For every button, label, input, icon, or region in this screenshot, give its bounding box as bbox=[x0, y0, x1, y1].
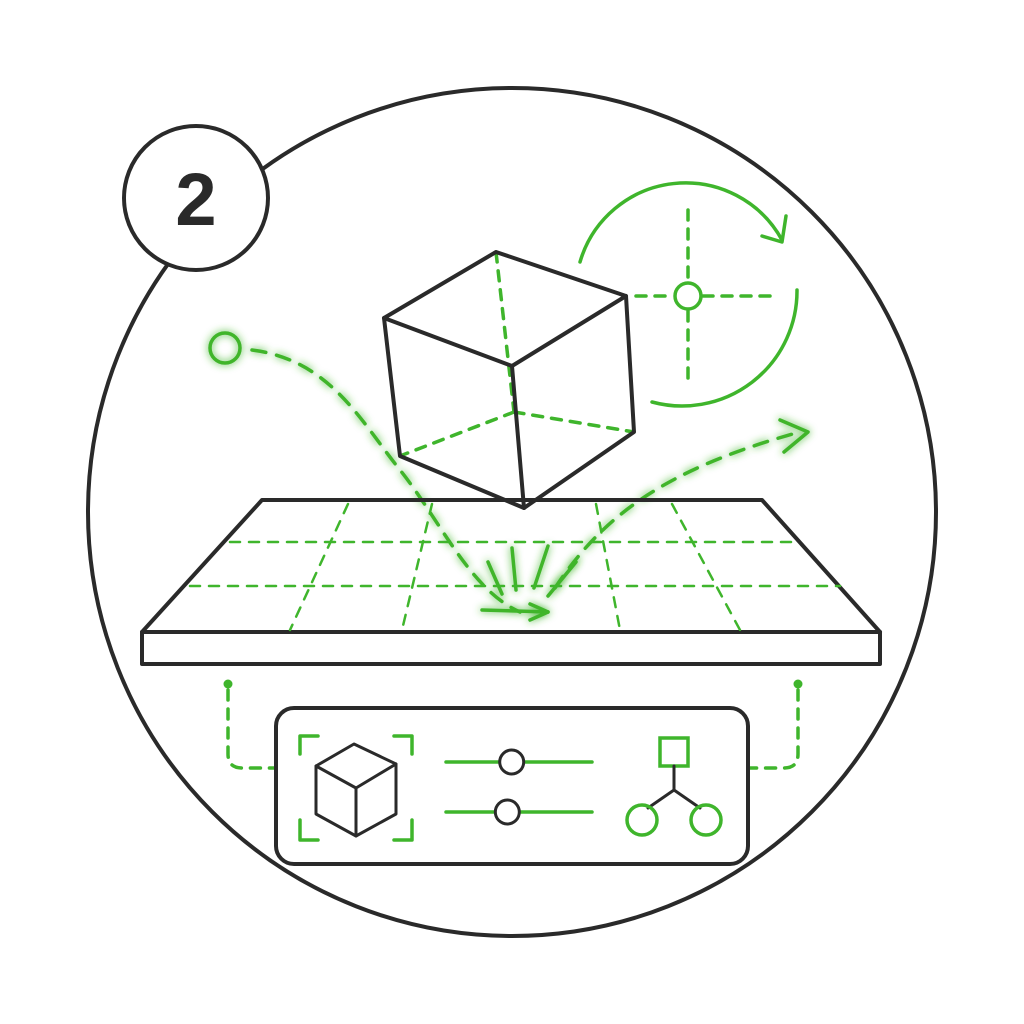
start-node-icon bbox=[208, 331, 242, 365]
slider-controls-icon[interactable] bbox=[444, 748, 594, 826]
step-number: 2 bbox=[175, 158, 216, 241]
grid-plane bbox=[140, 498, 882, 666]
frame-circle bbox=[86, 86, 938, 938]
slider-knob[interactable] bbox=[493, 798, 521, 826]
impact-burst-icon bbox=[486, 544, 578, 598]
control-panel bbox=[274, 706, 750, 866]
rotate-crosshair-icon bbox=[578, 181, 799, 408]
cube-select-icon[interactable] bbox=[298, 734, 414, 842]
slider-knob[interactable] bbox=[498, 748, 526, 776]
cube-icon bbox=[382, 250, 636, 510]
node-tree-icon[interactable] bbox=[625, 736, 723, 837]
panel-connectors bbox=[223, 679, 803, 770]
trajectory-in bbox=[208, 331, 550, 622]
step-number-badge: 2 bbox=[122, 124, 270, 272]
